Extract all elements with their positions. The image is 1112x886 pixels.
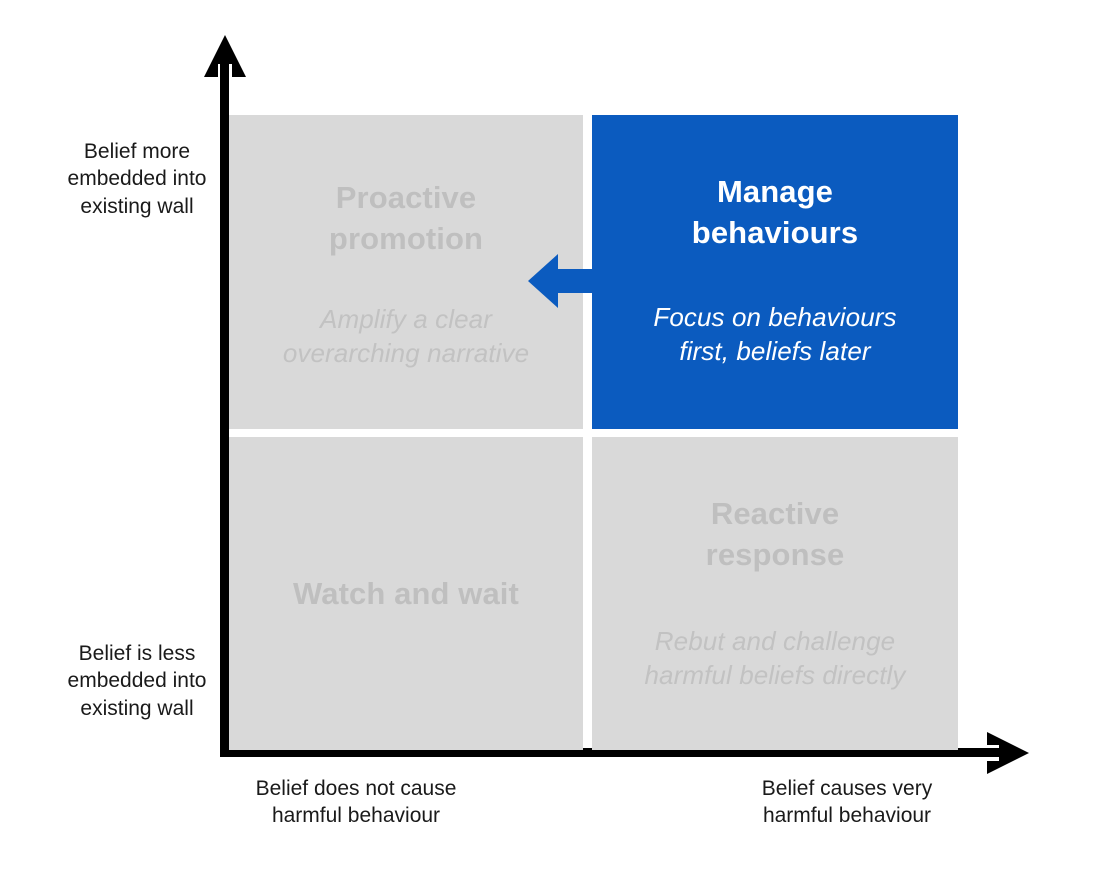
quadrant-manage-behaviours[interactable]: Manage behaviours Focus on behaviours fi… (592, 115, 958, 429)
quadrant-title: Reactive response (705, 496, 845, 573)
quadrant-title: Proactive promotion (328, 180, 484, 257)
x-axis-high-label: Belief causes very harmful behaviour (761, 777, 933, 828)
quadrant-subtitle: Rebut and challenge harmful beliefs dire… (644, 626, 906, 690)
arrow-up-outline-icon (203, 34, 247, 78)
x-axis-line (220, 748, 1010, 757)
arrow-left-icon (528, 253, 604, 309)
x-axis-low-label: Belief does not cause harmful behaviour (255, 777, 457, 828)
quadrant-subtitle: Amplify a clear overarching narrative (282, 304, 530, 368)
quadrant-reactive-response[interactable]: Reactive response Rebut and challenge ha… (592, 437, 958, 750)
y-axis-high-label: Belief more embedded into existing wall (67, 140, 207, 218)
y-axis-line (220, 62, 229, 757)
arrow-right-outline-icon (982, 730, 1030, 776)
quadrant-watch-and-wait[interactable]: Watch and wait (229, 437, 583, 750)
quadrant-title: Watch and wait (293, 576, 519, 611)
quadrant-title: Manage behaviours (691, 174, 859, 251)
y-axis-low-label: Belief is less embedded into existing wa… (67, 642, 207, 720)
quadrant-subtitle: Focus on behaviours first, beliefs later (653, 302, 897, 366)
quadrant-proactive-promotion[interactable]: Proactive promotion Amplify a clear over… (229, 115, 583, 429)
